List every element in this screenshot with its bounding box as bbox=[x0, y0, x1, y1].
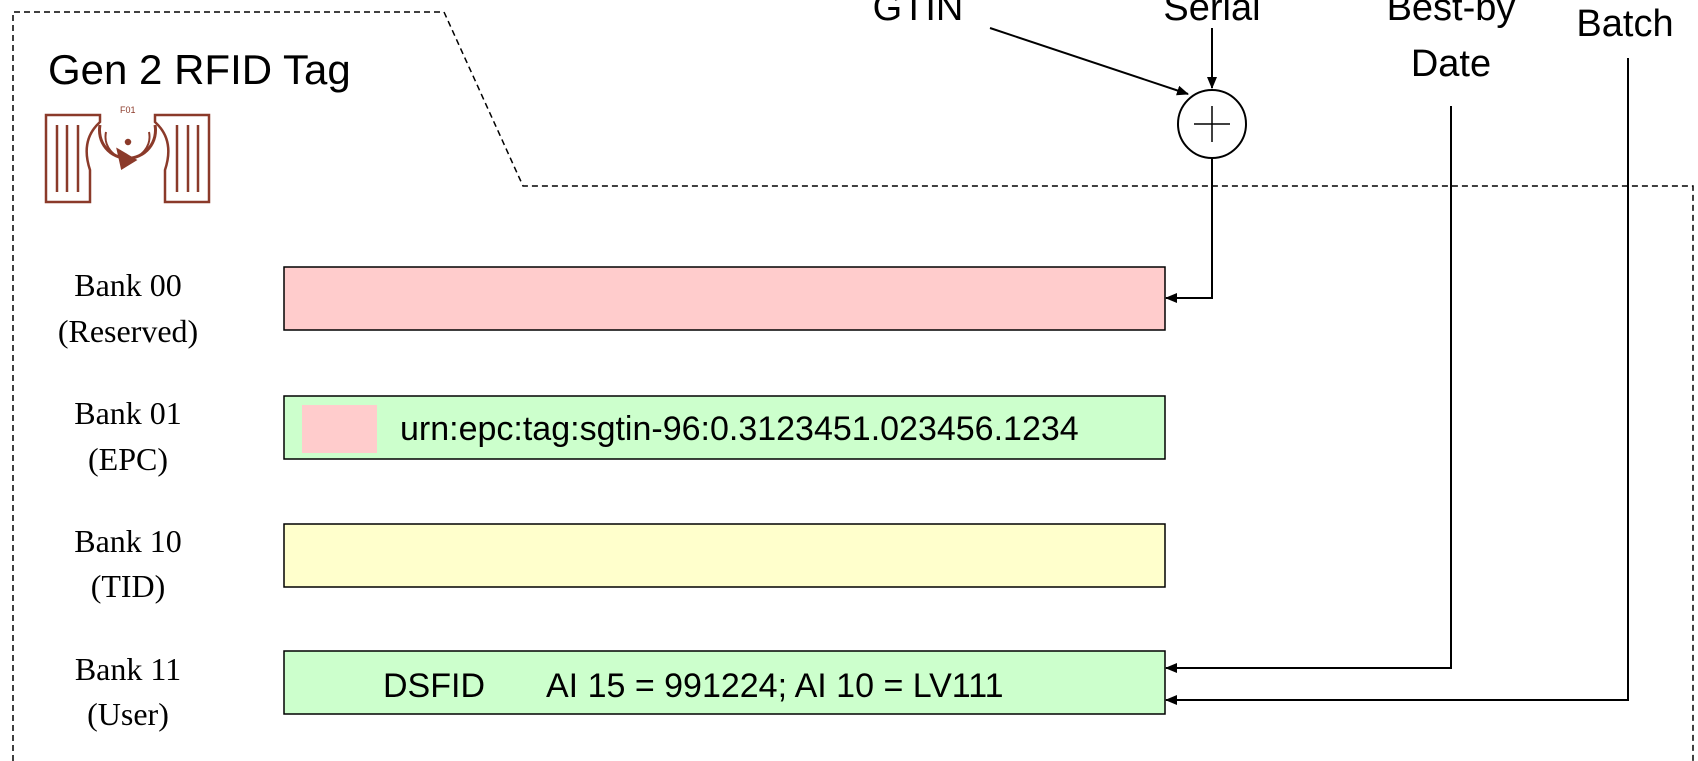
tag-title: Gen 2 RFID Tag bbox=[48, 46, 351, 93]
bank-00-name: Bank 00 bbox=[74, 267, 182, 303]
bank-01-content: urn:epc:tag:sgtin-96:0.3123451.023456.12… bbox=[400, 410, 1079, 448]
combined-to-reserved-arrow bbox=[1165, 158, 1213, 303]
best-by-label-line2: Date bbox=[1411, 43, 1491, 85]
bank-11-name: Bank 11 bbox=[75, 651, 181, 687]
bank-11-box bbox=[283, 650, 1166, 715]
best-by-label-line1: Best-by bbox=[1387, 0, 1516, 29]
bank-10-sub: (TID) bbox=[91, 568, 166, 604]
bank-11-content: AI 15 = 991224; AI 10 = LV111 bbox=[546, 667, 1004, 705]
bank-01-box bbox=[283, 395, 1166, 460]
gtin-label: GTIN bbox=[873, 0, 964, 29]
bank-01-prefix-block bbox=[302, 405, 377, 453]
gtin-arrow bbox=[989, 27, 1189, 96]
bank-10-name: Bank 10 bbox=[74, 523, 182, 559]
chip-label: F01 bbox=[120, 105, 136, 115]
bank-11-sub: (User) bbox=[87, 696, 169, 732]
bank-00-sub: (Reserved) bbox=[58, 313, 198, 349]
batch-label: Batch bbox=[1576, 3, 1673, 45]
combine-node bbox=[1177, 89, 1247, 159]
bank-01-sub: (EPC) bbox=[88, 441, 168, 477]
bank-00-box bbox=[283, 266, 1166, 331]
batch-arrow bbox=[1165, 58, 1629, 705]
bank-11-dsfid: DSFID bbox=[383, 667, 485, 705]
serial-label: Serial bbox=[1163, 0, 1260, 29]
rfid-antenna-icon: F01 bbox=[44, 105, 211, 204]
bank-10-box bbox=[283, 523, 1166, 588]
bank-01-name: Bank 01 bbox=[74, 395, 182, 431]
tag-boundary bbox=[12, 11, 1694, 761]
best-by-arrow bbox=[1165, 106, 1452, 673]
